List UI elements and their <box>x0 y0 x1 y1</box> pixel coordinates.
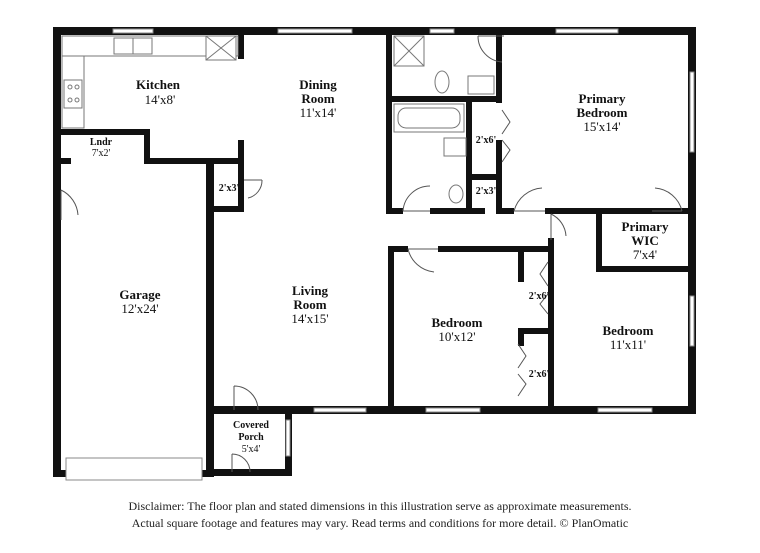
disclaimer-line-2: Actual square footage and features may v… <box>131 516 629 530</box>
door-bath-top <box>477 35 504 63</box>
door-porch-top <box>233 385 259 411</box>
wall-closet-a-bottom <box>206 206 244 212</box>
label-living-2: Room <box>293 297 326 312</box>
dim-primary-bedroom: 15'x14' <box>583 119 620 134</box>
label-garage: Garage <box>119 287 160 302</box>
toilet-2 <box>448 184 464 204</box>
dim-dining: 11'x14' <box>300 105 337 120</box>
label-primary-wic-1: Primary <box>622 219 669 234</box>
wall-wic-left <box>596 208 602 272</box>
wall-left <box>53 27 61 477</box>
dim-closet-c: 2'x3' <box>476 186 497 197</box>
toilet-1 <box>434 70 450 94</box>
disclaimer-line-1: Disclaimer: The floor plan and stated di… <box>128 499 632 513</box>
door-wic <box>652 187 683 212</box>
stove <box>63 79 83 109</box>
wall-closet-a-right <box>238 140 244 212</box>
door-primary <box>513 187 545 212</box>
dim-primary-wic: 7'x4' <box>633 247 657 262</box>
door-porch-bottom <box>231 453 251 473</box>
label-living-1: Living <box>292 283 329 298</box>
wall-closet-e-left <box>518 334 524 346</box>
wall-right <box>688 27 696 413</box>
wall-bedroom2-top <box>438 246 550 252</box>
dim-garage: 12'x24' <box>121 301 158 316</box>
window-bedroom3-right <box>689 295 695 347</box>
wall-bath-right-upper <box>496 35 502 103</box>
room-labels: Kitchen 14'x8' Dining Room 11'x14' Prima… <box>90 77 669 455</box>
bifold-closet-b <box>501 109 511 163</box>
wall-kitchen-bottom-left <box>53 129 149 135</box>
label-bedroom-3: Bedroom <box>602 323 653 338</box>
wall-primary-bottom-right <box>545 208 696 214</box>
garage-door <box>65 457 203 481</box>
window-bedroom2-bottom <box>425 407 481 413</box>
window-kitchen <box>112 28 154 34</box>
wall-bath-left <box>386 27 392 213</box>
dim-bedroom-3: 11'x11' <box>610 337 646 352</box>
fixtures <box>61 35 495 204</box>
window-dining <box>277 28 353 34</box>
dim-closet-d: 2'x6' <box>529 291 550 302</box>
wall-bedroom3-left <box>548 238 554 414</box>
dim-bedroom-2: 10'x12' <box>438 329 475 344</box>
dim-kitchen: 14'x8' <box>145 92 176 107</box>
wall-laundry-right <box>144 129 150 163</box>
door-closet-a <box>244 179 263 199</box>
wall-bath-bottom <box>386 208 403 214</box>
label-primary-wic-2: WIC <box>631 233 658 248</box>
wall-closet-b-left <box>466 96 472 214</box>
window-primary-top <box>555 28 619 34</box>
wall-closet-c-top <box>466 174 502 180</box>
vanity-1 <box>467 75 495 95</box>
label-laundry: Lndr <box>90 137 113 148</box>
wall-garage-right <box>206 160 214 477</box>
wall-bedroom2-left <box>388 246 394 414</box>
wall-closet-mid <box>518 328 554 334</box>
window-bedroom3-bottom <box>597 407 653 413</box>
door-hall <box>550 213 567 240</box>
dim-laundry: 7'x2' <box>92 148 111 159</box>
bifold-closet-d <box>539 261 549 315</box>
wall-laundry-left-stub <box>61 158 71 164</box>
wall-primary-bottom <box>502 208 514 214</box>
dim-porch: 5'x4' <box>242 444 261 455</box>
wall-kitchen-right <box>238 35 244 59</box>
floor-plan: Kitchen 14'x8' Dining Room 11'x14' Prima… <box>53 27 696 481</box>
wall-bath-inner <box>392 96 502 102</box>
doors <box>60 35 683 473</box>
window-primary-right <box>689 71 695 153</box>
disclaimer: Disclaimer: The floor plan and stated di… <box>0 498 760 532</box>
wall-wic-bottom <box>596 266 696 272</box>
dim-living: 14'x15' <box>291 311 328 326</box>
door-garage-side <box>60 189 79 220</box>
wall-porch-bottom <box>206 469 292 476</box>
window-living-bottom <box>313 407 367 413</box>
vanity-2 <box>443 137 467 157</box>
window-porch-side <box>285 419 291 457</box>
label-dining-2: Room <box>301 91 334 106</box>
wall-top-left <box>53 27 696 35</box>
dim-closet-e: 2'x6' <box>529 369 550 380</box>
wall-bedroom2-top-left <box>388 246 408 252</box>
dim-closet-a: 2'x3' <box>219 183 240 194</box>
bifold-closet-e <box>517 343 527 397</box>
label-primary-bedroom-2: Bedroom <box>576 105 627 120</box>
label-kitchen: Kitchen <box>136 77 181 92</box>
door-bath-bottom <box>402 185 431 212</box>
label-primary-bedroom-1: Primary <box>579 91 626 106</box>
wall-bath-bottom-mid <box>430 208 485 214</box>
label-porch-1: Covered <box>233 420 269 431</box>
label-bedroom-2: Bedroom <box>431 315 482 330</box>
wall-closet-d-left <box>518 252 524 282</box>
dim-closet-b: 2'x6' <box>476 135 497 146</box>
windows <box>65 28 695 481</box>
wall-laundry-bottom <box>144 158 242 164</box>
label-porch-2: Porch <box>238 432 264 443</box>
door-bedroom2 <box>407 248 438 273</box>
window-bath <box>429 28 455 34</box>
label-dining-1: Dining <box>299 77 337 92</box>
